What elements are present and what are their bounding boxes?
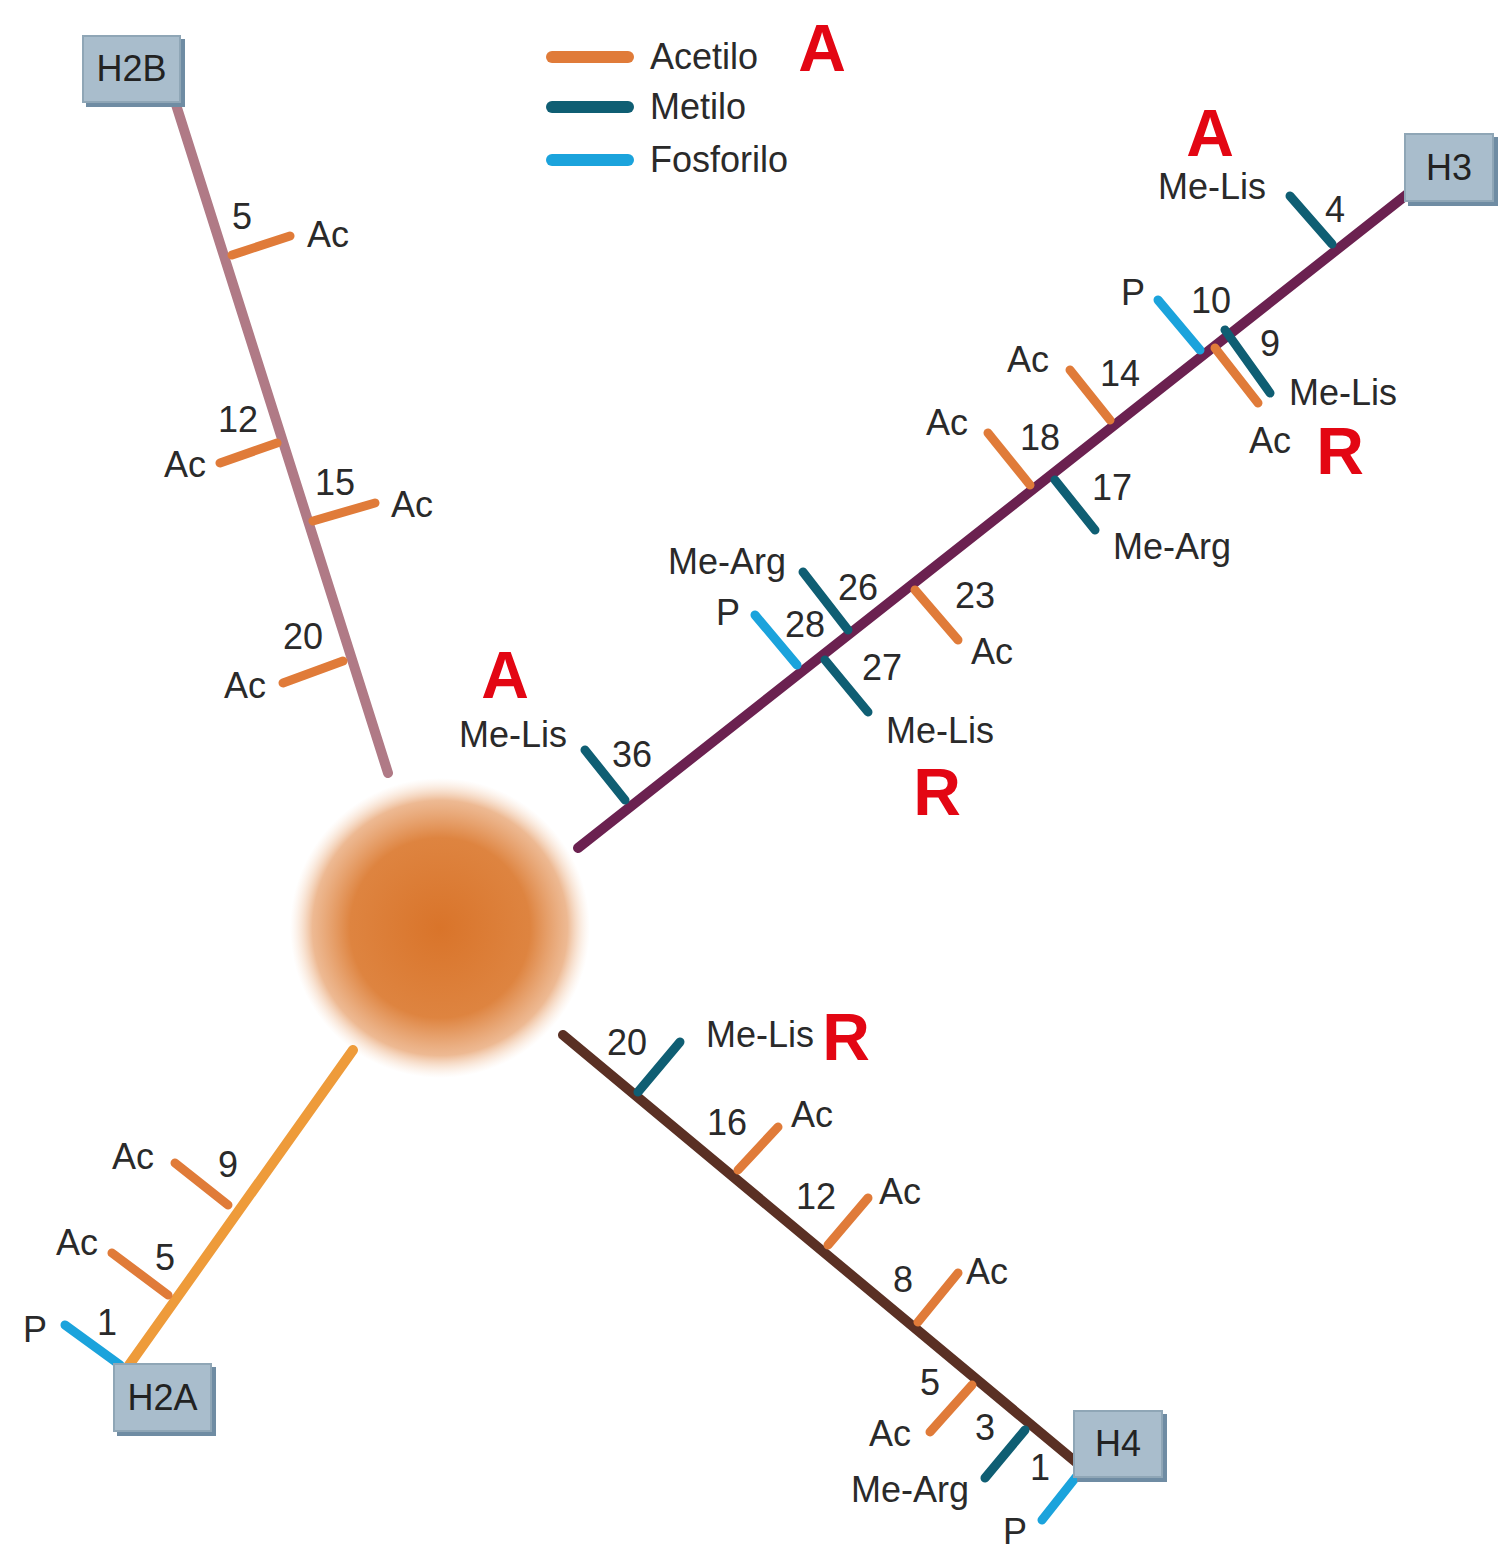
- residue-number: 4: [1325, 192, 1345, 228]
- modification-label: Me-Lis: [1289, 375, 1397, 411]
- modification-label: P: [1003, 1514, 1027, 1550]
- modification-mark: [232, 236, 290, 255]
- residue-number: 9: [1260, 326, 1280, 362]
- residue-number: 14: [1100, 356, 1140, 392]
- residue-number: 12: [796, 1179, 836, 1215]
- modification-label: P: [23, 1312, 47, 1348]
- modification-label: Ac: [1007, 342, 1049, 378]
- modification-label: Ac: [869, 1416, 911, 1452]
- residue-number: 3: [975, 1410, 995, 1446]
- modification-label: Ac: [966, 1254, 1008, 1290]
- residue-number: 20: [283, 619, 323, 655]
- histone-name: H4: [1095, 1426, 1141, 1462]
- modification-label: Ac: [224, 668, 266, 704]
- residue-number: 5: [155, 1240, 175, 1276]
- modification-label: Ac: [112, 1139, 154, 1175]
- modification-mark: [918, 1273, 958, 1322]
- histone-name: H3: [1426, 150, 1472, 186]
- modification-mark: [1055, 480, 1095, 530]
- modification-mark: [915, 590, 958, 640]
- modification-label: Ac: [791, 1097, 833, 1133]
- residue-number: 9: [218, 1147, 238, 1183]
- residue-number: 36: [612, 737, 652, 773]
- modification-label: Ac: [56, 1225, 98, 1261]
- effect-letter: R: [913, 759, 961, 825]
- modification-label: Ac: [926, 405, 968, 441]
- histone-tail: [122, 1050, 353, 1375]
- modification-label: Me-Arg: [668, 544, 786, 580]
- residue-number: 28: [785, 607, 825, 643]
- legend-text: Fosforilo: [650, 142, 788, 178]
- modification-label: Ac: [307, 217, 349, 253]
- histone-name: H2A: [127, 1380, 197, 1416]
- residue-number: 16: [707, 1105, 747, 1141]
- modification-label: Ac: [879, 1174, 921, 1210]
- histone-box: H4: [1073, 1410, 1163, 1478]
- residue-number: 1: [97, 1305, 117, 1341]
- modification-label: Ac: [164, 447, 206, 483]
- nucleosome-core: [290, 778, 590, 1078]
- modification-label: Ac: [391, 487, 433, 523]
- residue-number: 12: [218, 402, 258, 438]
- residue-number: 10: [1191, 283, 1231, 319]
- legend-text: Metilo: [650, 89, 746, 125]
- residue-number: 23: [955, 578, 995, 614]
- modification-mark: [313, 503, 375, 521]
- modification-label: Me-Lis: [706, 1017, 814, 1053]
- histone-box: H3: [1404, 133, 1494, 202]
- residue-number: 5: [232, 199, 252, 235]
- modification-mark: [1215, 348, 1258, 403]
- residue-number: 5: [920, 1365, 940, 1401]
- legend-text: Acetilo: [650, 39, 758, 75]
- modification-label: P: [1121, 275, 1145, 311]
- modification-label: Me-Lis: [1158, 169, 1266, 205]
- residue-number: 17: [1092, 470, 1132, 506]
- legend-swatch: [552, 154, 628, 166]
- legend-swatch: [552, 101, 628, 113]
- modification-label: P: [716, 595, 740, 631]
- modification-label: Ac: [971, 634, 1013, 670]
- histone-tail: [578, 192, 1410, 848]
- residue-number: 27: [862, 650, 902, 686]
- modification-mark: [220, 443, 277, 463]
- residue-number: 18: [1020, 420, 1060, 456]
- histone-name: H2B: [96, 51, 166, 87]
- legend-swatch: [552, 51, 628, 63]
- effect-letter: A: [1186, 100, 1234, 166]
- modification-label: Me-Lis: [886, 713, 994, 749]
- residue-number: 20: [607, 1025, 647, 1061]
- residue-number: 26: [838, 570, 878, 606]
- residue-number: 15: [315, 465, 355, 501]
- residue-number: 1: [1030, 1450, 1050, 1486]
- effect-letter: A: [481, 642, 529, 708]
- histone-box: H2B: [82, 35, 181, 103]
- modification-label: Me-Lis: [459, 717, 567, 753]
- effect-letter: A: [798, 15, 846, 81]
- histone-tail: [563, 1035, 1083, 1468]
- modification-mark: [283, 661, 343, 683]
- modification-label: Me-Arg: [851, 1472, 969, 1508]
- effect-letter: R: [1316, 418, 1364, 484]
- modification-mark: [825, 660, 868, 712]
- modification-label: Ac: [1249, 423, 1291, 459]
- histone-box: H2A: [113, 1363, 212, 1432]
- modification-label: Me-Arg: [1113, 529, 1231, 565]
- residue-number: 8: [893, 1262, 913, 1298]
- effect-letter: R: [822, 1004, 870, 1070]
- histone-tail: [172, 92, 388, 773]
